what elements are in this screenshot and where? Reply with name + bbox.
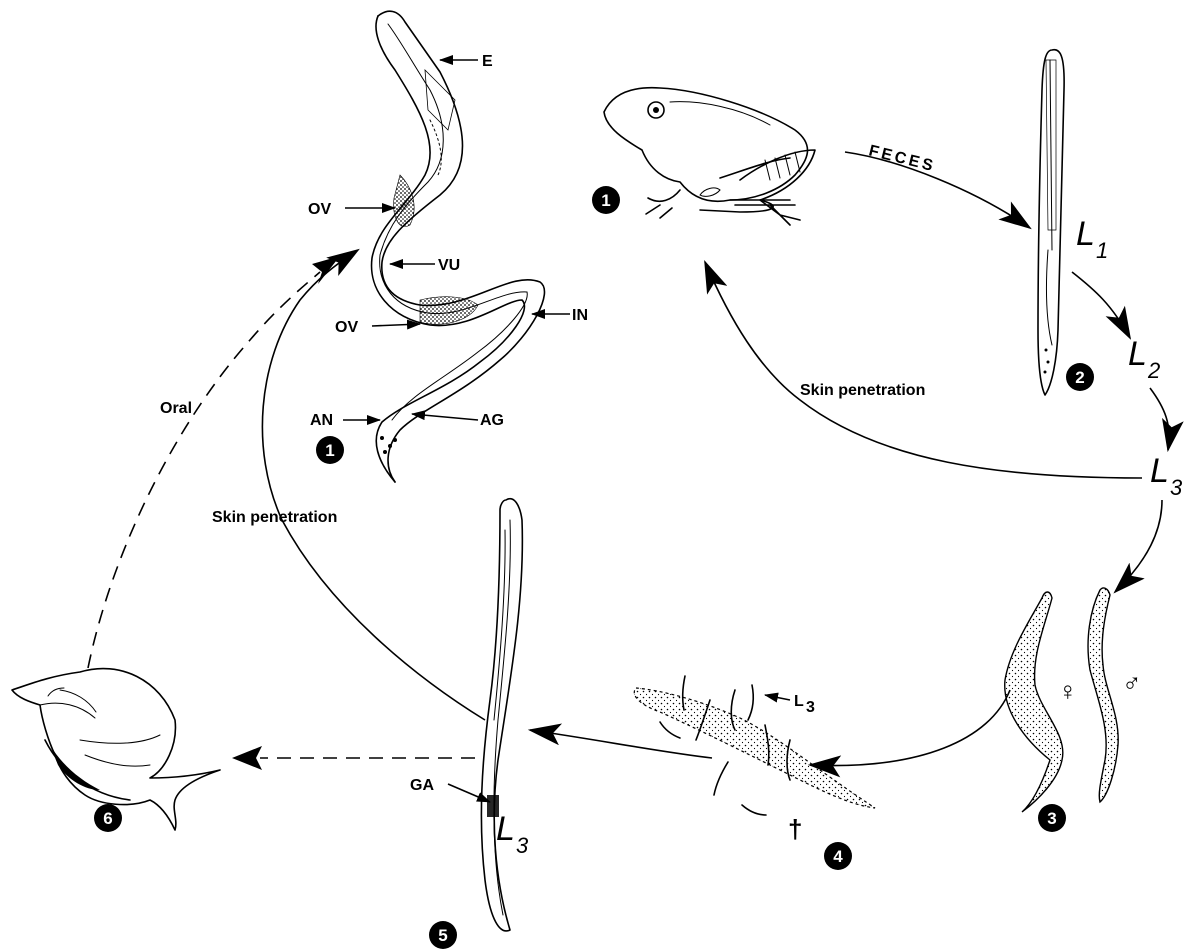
svg-text:6: 6 bbox=[103, 809, 112, 828]
arrow-to-infective-larva bbox=[530, 730, 712, 758]
stage-number-adult: 1 bbox=[316, 436, 344, 464]
female-symbol: ♀ bbox=[1058, 676, 1078, 706]
svg-text:2: 2 bbox=[1147, 358, 1160, 383]
feces-arrow bbox=[845, 152, 1030, 228]
svg-text:L: L bbox=[1150, 452, 1169, 490]
svg-text:4: 4 bbox=[833, 847, 843, 866]
svg-text:3: 3 bbox=[806, 699, 815, 716]
arrow-L3-to-free-living bbox=[1115, 500, 1162, 592]
adult-worm-annotations: E OV VU OV IN AN AG bbox=[308, 53, 588, 429]
dead-symbol: † bbox=[788, 814, 802, 844]
stage-number-frog: 1 bbox=[592, 186, 620, 214]
arrow-oral-head bbox=[312, 256, 340, 284]
stage-number-infective-larva: 5 bbox=[429, 921, 457, 949]
feces-label: FECES bbox=[867, 142, 937, 175]
stage-label-L1: L 1 bbox=[1076, 215, 1108, 263]
label-GA: GA bbox=[410, 777, 434, 794]
oral-label: Oral bbox=[160, 400, 192, 417]
dead-female-with-larvae bbox=[634, 676, 875, 815]
free-living-female: ♀ bbox=[1005, 592, 1078, 812]
label-OV-lower: OV bbox=[335, 319, 358, 336]
svg-text:5: 5 bbox=[438, 926, 447, 945]
larva-L1 bbox=[1038, 50, 1064, 395]
stage-label-L2: L 2 bbox=[1128, 335, 1160, 383]
snail-host bbox=[12, 669, 220, 830]
arrow-oral bbox=[88, 272, 320, 668]
svg-text:1: 1 bbox=[601, 191, 610, 210]
arrow-GA bbox=[448, 784, 490, 802]
arrow-to-snail-head bbox=[232, 746, 262, 770]
label-VU: VU bbox=[438, 257, 460, 274]
svg-text:L: L bbox=[1128, 335, 1147, 373]
stage-number-dead-female: 4 bbox=[824, 842, 852, 870]
infective-larva-L3 bbox=[481, 499, 522, 931]
svg-text:2: 2 bbox=[1075, 368, 1084, 387]
skin-penetration-left-label: Skin penetration bbox=[212, 509, 337, 526]
arrow-L3-small bbox=[765, 695, 790, 700]
label-AN: AN bbox=[310, 412, 333, 429]
label-L3-small: L 3 bbox=[794, 693, 815, 716]
svg-text:3: 3 bbox=[1047, 809, 1056, 828]
arrow-L1-to-L2 bbox=[1072, 272, 1130, 338]
svg-text:3: 3 bbox=[1170, 475, 1183, 500]
stage-number-snail: 6 bbox=[94, 804, 122, 832]
adult-female-worm bbox=[372, 11, 545, 482]
label-E: E bbox=[482, 53, 493, 70]
label-OV-upper: OV bbox=[308, 201, 331, 218]
free-living-male: ♂ bbox=[1088, 588, 1141, 802]
label-AG: AG bbox=[480, 412, 504, 429]
arrow-L2-to-L3 bbox=[1150, 388, 1169, 450]
arrow-to-dead-female bbox=[810, 690, 1010, 766]
stage-label-L3: L 3 bbox=[1150, 452, 1183, 500]
stage-number-free-living: 3 bbox=[1038, 804, 1066, 832]
label-IN: IN bbox=[572, 307, 588, 324]
svg-text:L: L bbox=[1076, 215, 1095, 253]
stage-label-L3-larva: L 3 bbox=[496, 810, 529, 858]
svg-text:L: L bbox=[496, 810, 515, 848]
arrow-OV-lower bbox=[372, 324, 420, 326]
svg-text:1: 1 bbox=[325, 441, 334, 460]
svg-text:3: 3 bbox=[516, 833, 529, 858]
svg-text:L: L bbox=[794, 693, 804, 710]
stage-number-L1: 2 bbox=[1066, 363, 1094, 391]
svg-text:1: 1 bbox=[1096, 238, 1108, 263]
arrow-AG bbox=[412, 414, 478, 420]
skin-penetration-right-label: Skin penetration bbox=[800, 382, 925, 399]
frog-host bbox=[604, 88, 815, 225]
male-symbol: ♂ bbox=[1122, 668, 1142, 698]
